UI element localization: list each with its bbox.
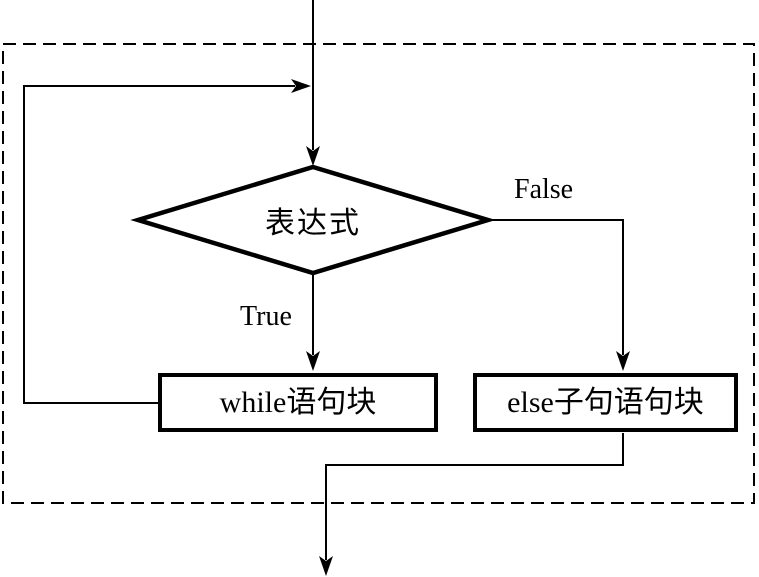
- loopback-line: [23, 85, 295, 404]
- while-block-label: while语句块: [219, 385, 377, 419]
- false-branch-line: [488, 219, 624, 355]
- false-branch-arrowhead-icon: [616, 351, 630, 371]
- true-branch-label: True: [238, 301, 294, 332]
- exit-arrowhead-icon: [319, 556, 333, 576]
- exit-line: [325, 433, 624, 560]
- entry-arrowhead-icon: [306, 146, 320, 166]
- else-block-node: else子句语句块: [473, 373, 738, 432]
- else-block-label: else子句语句块: [507, 385, 704, 419]
- dashed-scope-border: [2, 43, 755, 504]
- false-branch-label: False: [512, 174, 576, 205]
- true-branch-arrowhead-icon: [306, 351, 320, 371]
- while-block-node: while语句块: [158, 373, 438, 432]
- loopback-arrowhead-icon: [291, 79, 311, 93]
- decision-label: 表达式: [265, 207, 361, 240]
